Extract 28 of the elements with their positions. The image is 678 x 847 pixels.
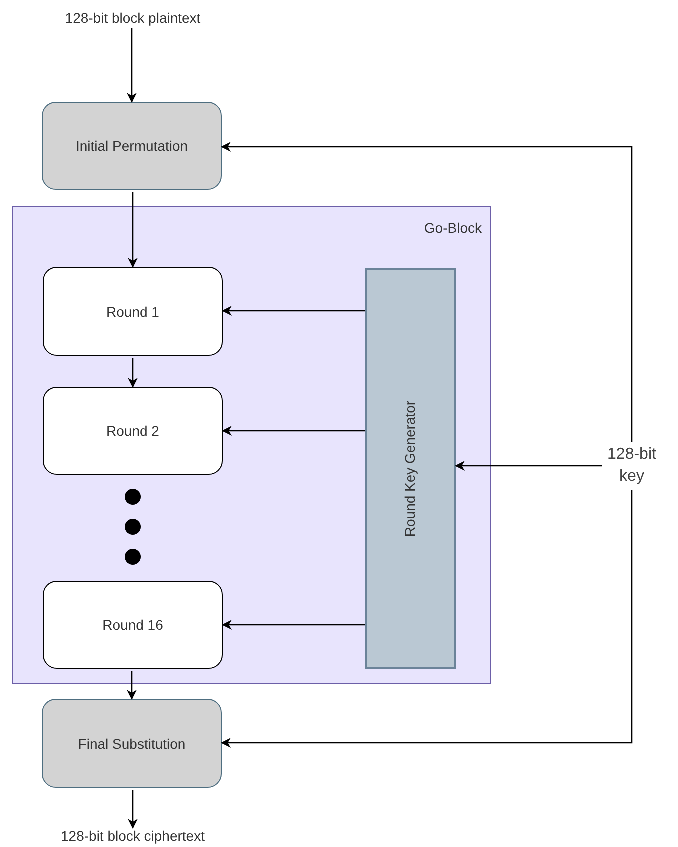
- box-label: Final Substitution: [78, 736, 186, 752]
- text-label: 128-bit block plaintext: [65, 10, 201, 26]
- text-label: 128-bit key: [606, 445, 658, 487]
- arrow: [128, 192, 138, 268]
- arrow: [127, 671, 137, 700]
- round-box: [43, 387, 223, 475]
- process-box: [42, 699, 222, 788]
- group-container: [12, 206, 491, 684]
- box-label: Round 2: [106, 423, 160, 439]
- arrow: [128, 358, 138, 388]
- box-label: Round Key Generator: [402, 400, 418, 537]
- box-label: Round 16: [102, 617, 164, 633]
- generator-box: [365, 268, 456, 669]
- arrow: [455, 461, 602, 471]
- arrow: [127, 28, 137, 103]
- group-title: Go-Block: [424, 220, 482, 236]
- arrow: [222, 306, 365, 316]
- arrow: [222, 620, 365, 630]
- box-label: Round 1: [106, 304, 160, 320]
- arrow: [222, 426, 365, 436]
- process-box: [42, 102, 222, 190]
- arrow: [221, 142, 633, 442]
- round-box: [43, 267, 223, 356]
- box-label: Initial Permutation: [76, 138, 188, 154]
- text-label: 128-bit block ciphertext: [61, 828, 205, 844]
- arrow: [128, 790, 138, 829]
- round-box: [43, 581, 223, 669]
- arrow: [221, 490, 633, 748]
